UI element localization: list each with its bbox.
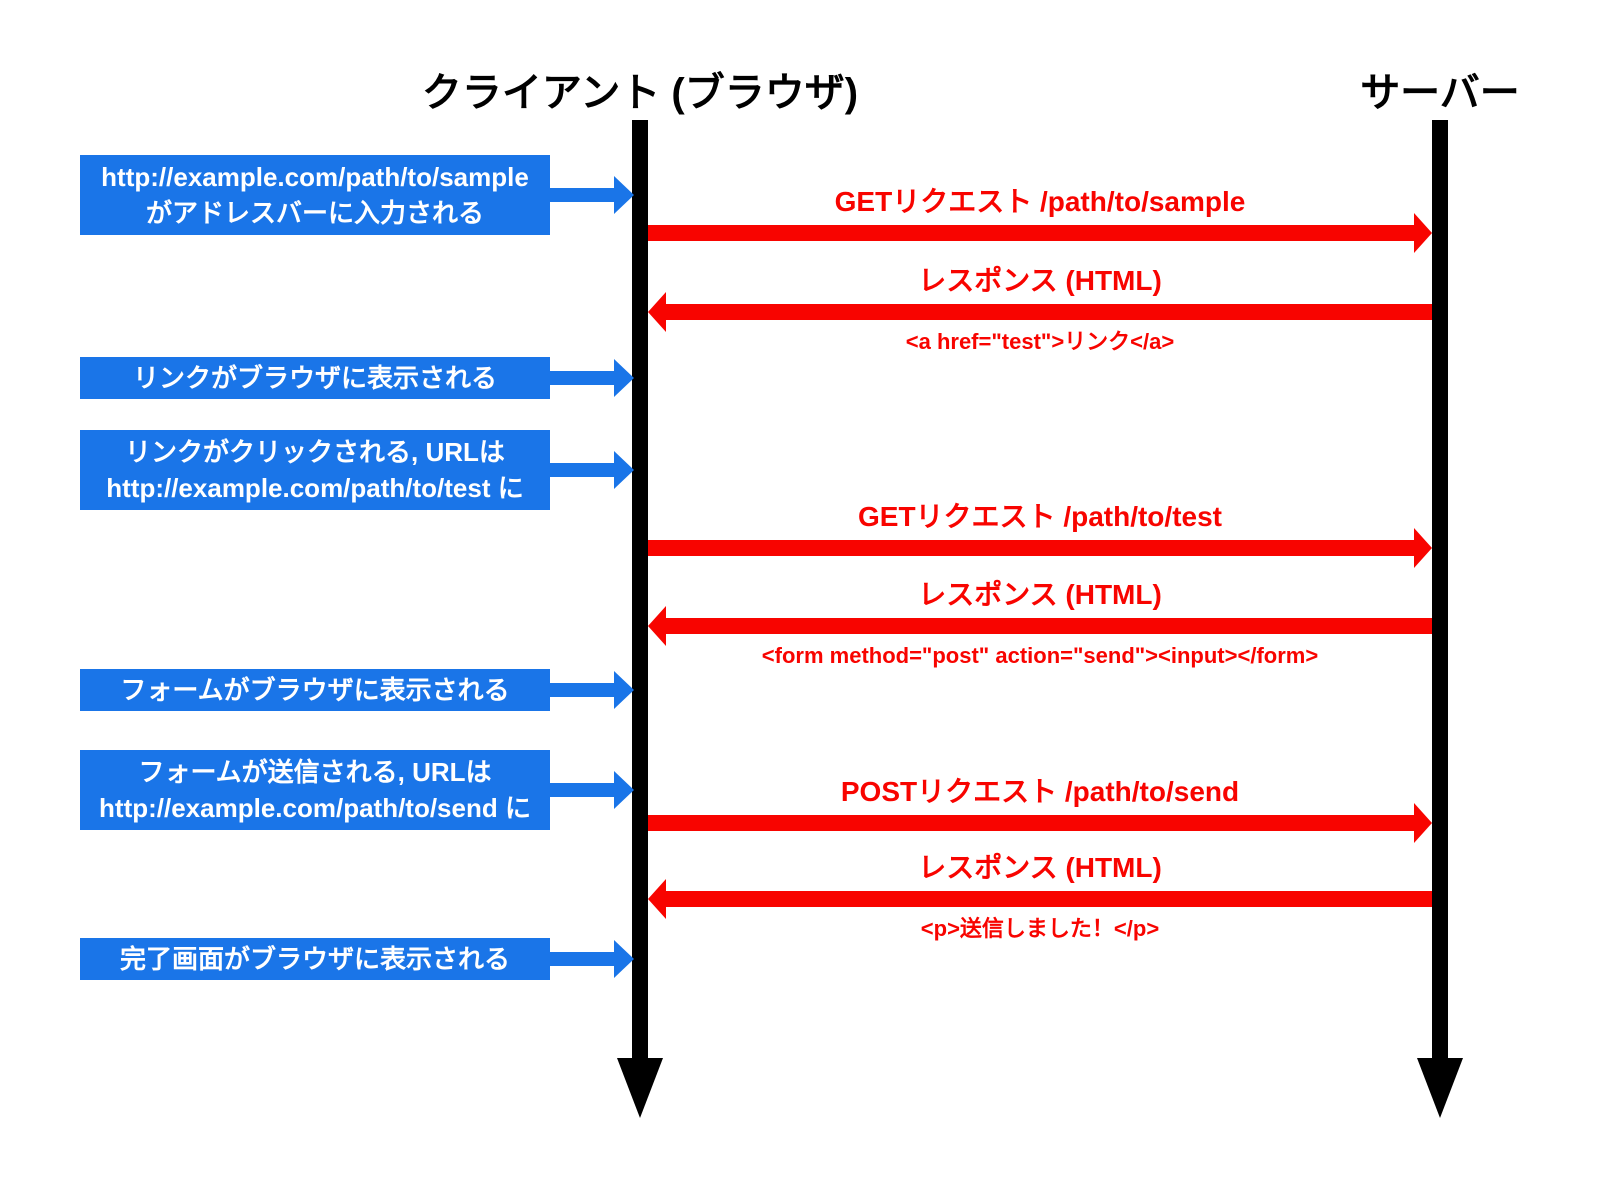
message-response-done: レスポンス (HTML) <p>送信しました！</p> [648,851,1432,943]
client-event-text: がアドレスバーに入力される [145,198,484,228]
event-arrow-shaft [550,683,614,697]
message-code: <form method="post" action="send"><input… [761,643,1319,668]
message-arrow-head-icon [1414,213,1432,253]
client-lifeline-arrowhead-icon [617,1058,663,1118]
server-lifeline [1432,120,1448,1058]
client-event-text: 完了画面がブラウザに表示される [119,944,510,974]
event-arrow-head-icon [614,940,634,978]
event-arrow-shaft [550,188,614,202]
message-arrow-head-icon [1414,803,1432,843]
client-lifeline [632,120,648,1058]
message-label: レスポンス (HTML) [918,265,1162,296]
client-event-text: リンクがクリックされる, URLは [125,437,505,467]
event-arrow-shaft [550,371,614,385]
message-arrow-shaft [666,618,1432,634]
client-event-text: http://example.com/path/to/sample [101,162,529,192]
event-arrow-shaft [550,783,614,797]
message-label: GETリクエスト /path/to/test [857,501,1222,532]
message-get-test: GETリクエスト /path/to/test [648,500,1432,568]
message-arrow [648,528,1432,568]
client-event-box: 完了画面がブラウザに表示される [80,938,550,980]
client-event-text: http://example.com/path/to/send に [99,793,531,823]
client-event-box: http://example.com/path/to/sample がアドレスバ… [80,155,550,235]
event-arrow-head-icon [614,771,634,809]
event-arrow-head-icon [614,671,634,709]
message-arrow-shaft [666,891,1432,907]
message-arrow-head-icon [648,606,666,646]
message-arrow [648,879,1432,919]
message-label: GETリクエスト /path/to/sample [834,186,1246,217]
message-arrow-shaft [648,540,1414,556]
server-actor-title: サーバー [1360,71,1520,115]
event-arrow-shaft [550,952,614,966]
message-arrow [648,606,1432,646]
message-code: <a href="test">リンク</a> [905,329,1175,354]
client-event-box: リンクがクリックされる, URLは http://example.com/pat… [80,430,550,510]
message-get-sample: GETリクエスト /path/to/sample [648,185,1432,253]
client-event-text: フォームがブラウザに表示される [120,675,510,705]
server-lifeline-arrowhead-icon [1417,1058,1463,1118]
message-label: レスポンス (HTML) [918,852,1162,883]
message-label: POSTリクエスト /path/to/send [840,776,1240,807]
message-arrow-head-icon [1414,528,1432,568]
event-arrow-head-icon [614,176,634,214]
message-arrow-shaft [648,225,1414,241]
message-arrow-shaft [648,815,1414,831]
message-response-link: レスポンス (HTML) <a href="test">リンク</a> [648,264,1432,356]
message-label: レスポンス (HTML) [918,579,1162,610]
client-event-text: リンクがブラウザに表示される [132,363,497,393]
client-event-box: フォームがブラウザに表示される [80,669,550,711]
client-event-box: フォームが送信される, URLは http://example.com/path… [80,750,550,830]
client-event-text: フォームが送信される, URLは [138,757,492,787]
client-actor-title: クライアント (ブラウザ) [421,71,859,115]
message-arrow [648,292,1432,332]
message-arrow-head-icon [648,292,666,332]
message-arrow-shaft [666,304,1432,320]
message-code: <p>送信しました！</p> [920,916,1160,941]
message-response-form: レスポンス (HTML) <form method="post" action=… [648,578,1432,670]
client-event-text: http://example.com/path/to/test に [106,473,524,503]
event-arrow-head-icon [614,451,634,489]
event-arrow-shaft [550,463,614,477]
client-event-box: リンクがブラウザに表示される [80,357,550,399]
event-arrow-head-icon [614,359,634,397]
message-arrow-head-icon [648,879,666,919]
message-arrow [648,803,1432,843]
message-post-send: POSTリクエスト /path/to/send [648,775,1432,843]
message-arrow [648,213,1432,253]
